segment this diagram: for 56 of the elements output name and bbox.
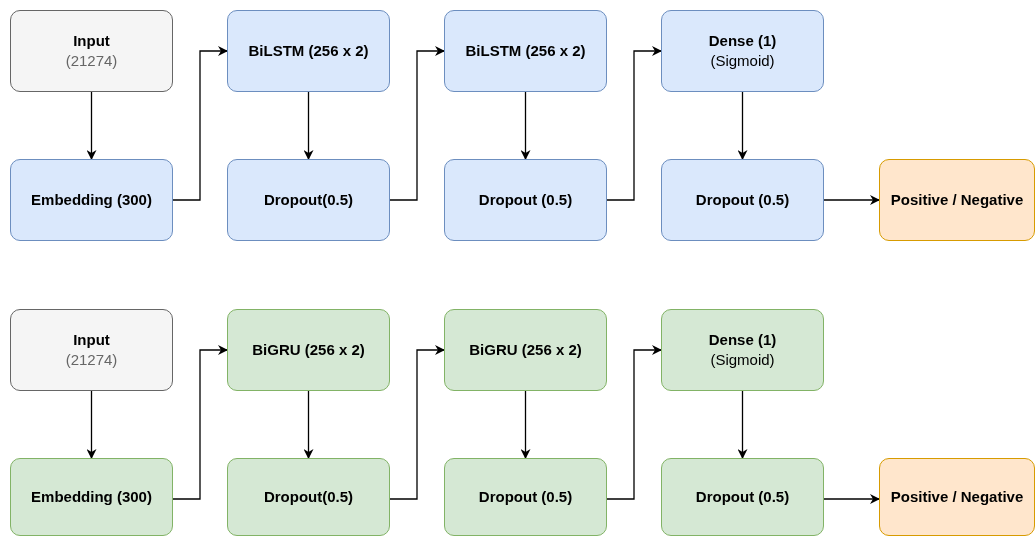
- layer-name: Dropout (0.5): [695, 487, 790, 507]
- arrow: [737, 390, 748, 459]
- layer-name: Positive / Negative: [890, 487, 1024, 507]
- layer-box: [444, 159, 607, 241]
- input-box: [10, 309, 173, 391]
- arrow: [520, 91, 531, 160]
- layer-name: Embedding (300): [31, 190, 152, 210]
- layer-box: [661, 458, 824, 536]
- arrow: [823, 195, 880, 205]
- arrow: [606, 345, 662, 500]
- layer-name: Dropout (0.5): [478, 487, 573, 507]
- layer-box: [661, 159, 824, 241]
- layer-detail: (21274): [65, 350, 118, 370]
- layer-box: [227, 309, 390, 391]
- arrow: [389, 345, 445, 500]
- layer-box: [227, 458, 390, 536]
- layer-name: Dropout (0.5): [478, 190, 573, 210]
- output-box: [879, 458, 1035, 536]
- layer-name: Dropout(0.5): [263, 190, 354, 210]
- arrow: [86, 91, 97, 160]
- layer-detail: (21274): [65, 51, 118, 71]
- layer-detail: (Sigmoid): [710, 51, 775, 71]
- layer-name: Positive / Negative: [890, 190, 1024, 210]
- arrow: [303, 91, 314, 160]
- layer-box: [10, 159, 173, 241]
- arrow: [172, 345, 228, 500]
- layer-box: [10, 458, 173, 536]
- layer-detail: (Sigmoid): [710, 350, 775, 370]
- layer-name: Dense (1): [708, 330, 777, 350]
- layer-box: [444, 309, 607, 391]
- layer-name: Input: [73, 330, 110, 350]
- arrow: [172, 46, 228, 201]
- arrow: [606, 46, 662, 201]
- layer-box: [661, 10, 824, 92]
- output-box: [879, 159, 1035, 241]
- layer-box: [661, 309, 824, 391]
- arrow: [303, 390, 314, 459]
- arrow: [389, 46, 445, 201]
- layer-name: Dense (1): [708, 31, 777, 51]
- arrow: [823, 494, 880, 504]
- layer-name: Dropout(0.5): [263, 487, 354, 507]
- layer-box: [444, 10, 607, 92]
- layer-name: BiLSTM (256 x 2): [248, 41, 369, 61]
- arrow: [520, 390, 531, 459]
- layer-name: BiGRU (256 x 2): [252, 340, 365, 360]
- layer-name: Input: [73, 31, 110, 51]
- layer-box: [227, 10, 390, 92]
- layer-name: BiLSTM (256 x 2): [465, 41, 586, 61]
- layer-name: Embedding (300): [31, 487, 152, 507]
- layer-name: Dropout (0.5): [695, 190, 790, 210]
- arrow: [86, 390, 97, 459]
- input-box: [10, 10, 173, 92]
- arrow: [737, 91, 748, 160]
- layer-box: [444, 458, 607, 536]
- layer-name: BiGRU (256 x 2): [469, 340, 582, 360]
- layer-box: [227, 159, 390, 241]
